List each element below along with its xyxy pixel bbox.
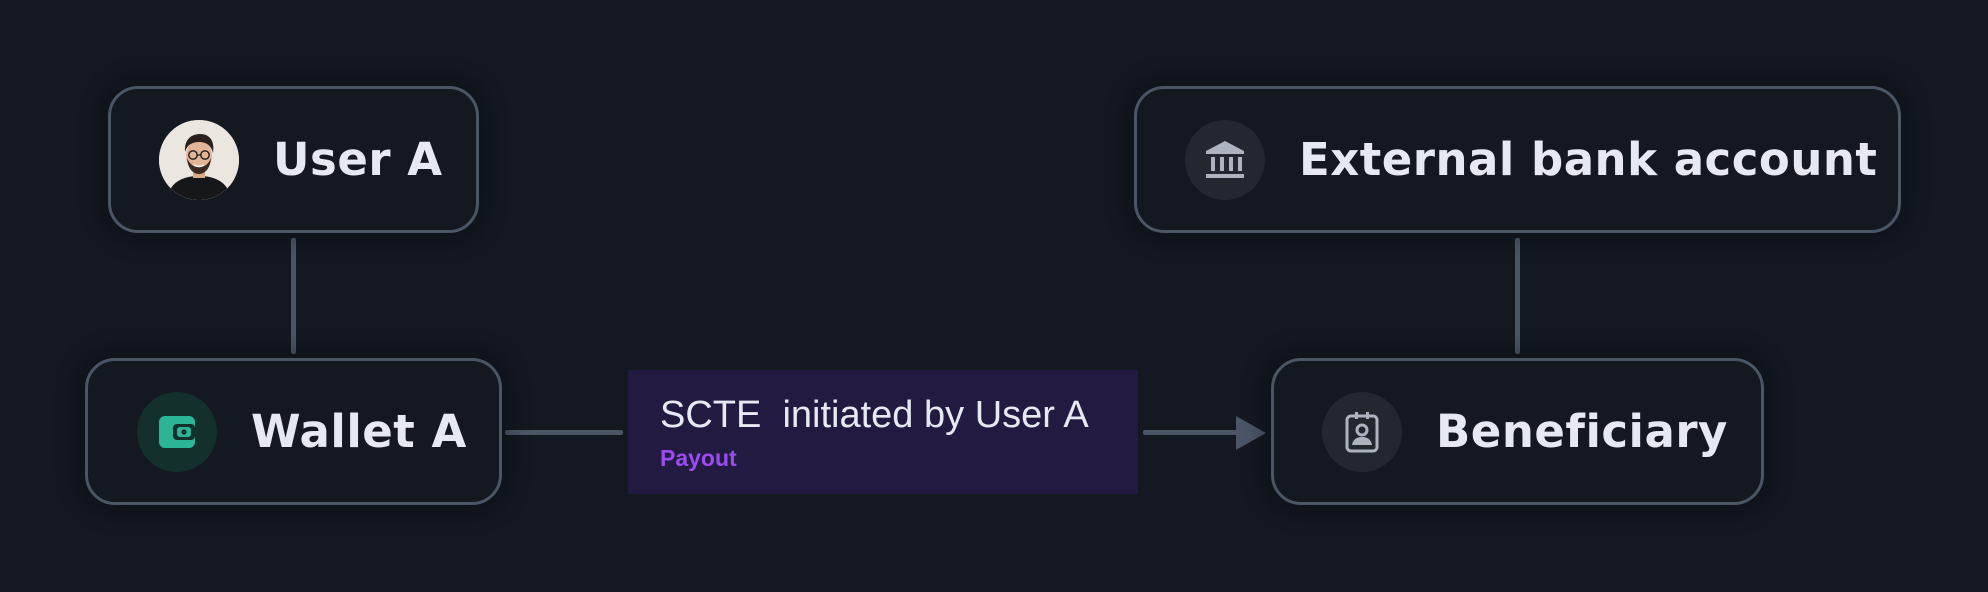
contact-card-icon: [1322, 391, 1402, 472]
edge-label-payout[interactable]: SCTE initiated by User A Payout: [628, 370, 1138, 494]
connector-bank-beneficiary: [1515, 238, 1520, 354]
connector-user-wallet: [291, 238, 296, 354]
node-label-user-a: User A: [273, 133, 443, 186]
node-label-wallet-a: Wallet A: [251, 405, 467, 458]
node-wallet-a[interactable]: Wallet A: [85, 358, 502, 505]
arrowhead-icon: [1236, 416, 1266, 450]
connector-wallet-edge: [505, 430, 623, 435]
edge-title: SCTE initiated by User A: [660, 394, 1089, 436]
node-label-external-bank-account: External bank account: [1299, 133, 1878, 186]
node-user-a[interactable]: User A: [108, 86, 479, 233]
bank-icon: [1185, 119, 1265, 200]
node-beneficiary[interactable]: Beneficiary: [1271, 358, 1764, 505]
connector-edge-beneficiary: [1143, 430, 1239, 435]
node-external-bank-account[interactable]: External bank account: [1134, 86, 1901, 233]
wallet-icon: [137, 391, 217, 472]
node-label-beneficiary: Beneficiary: [1436, 405, 1728, 458]
avatar: [159, 119, 239, 200]
edge-subtitle: Payout: [660, 445, 737, 471]
